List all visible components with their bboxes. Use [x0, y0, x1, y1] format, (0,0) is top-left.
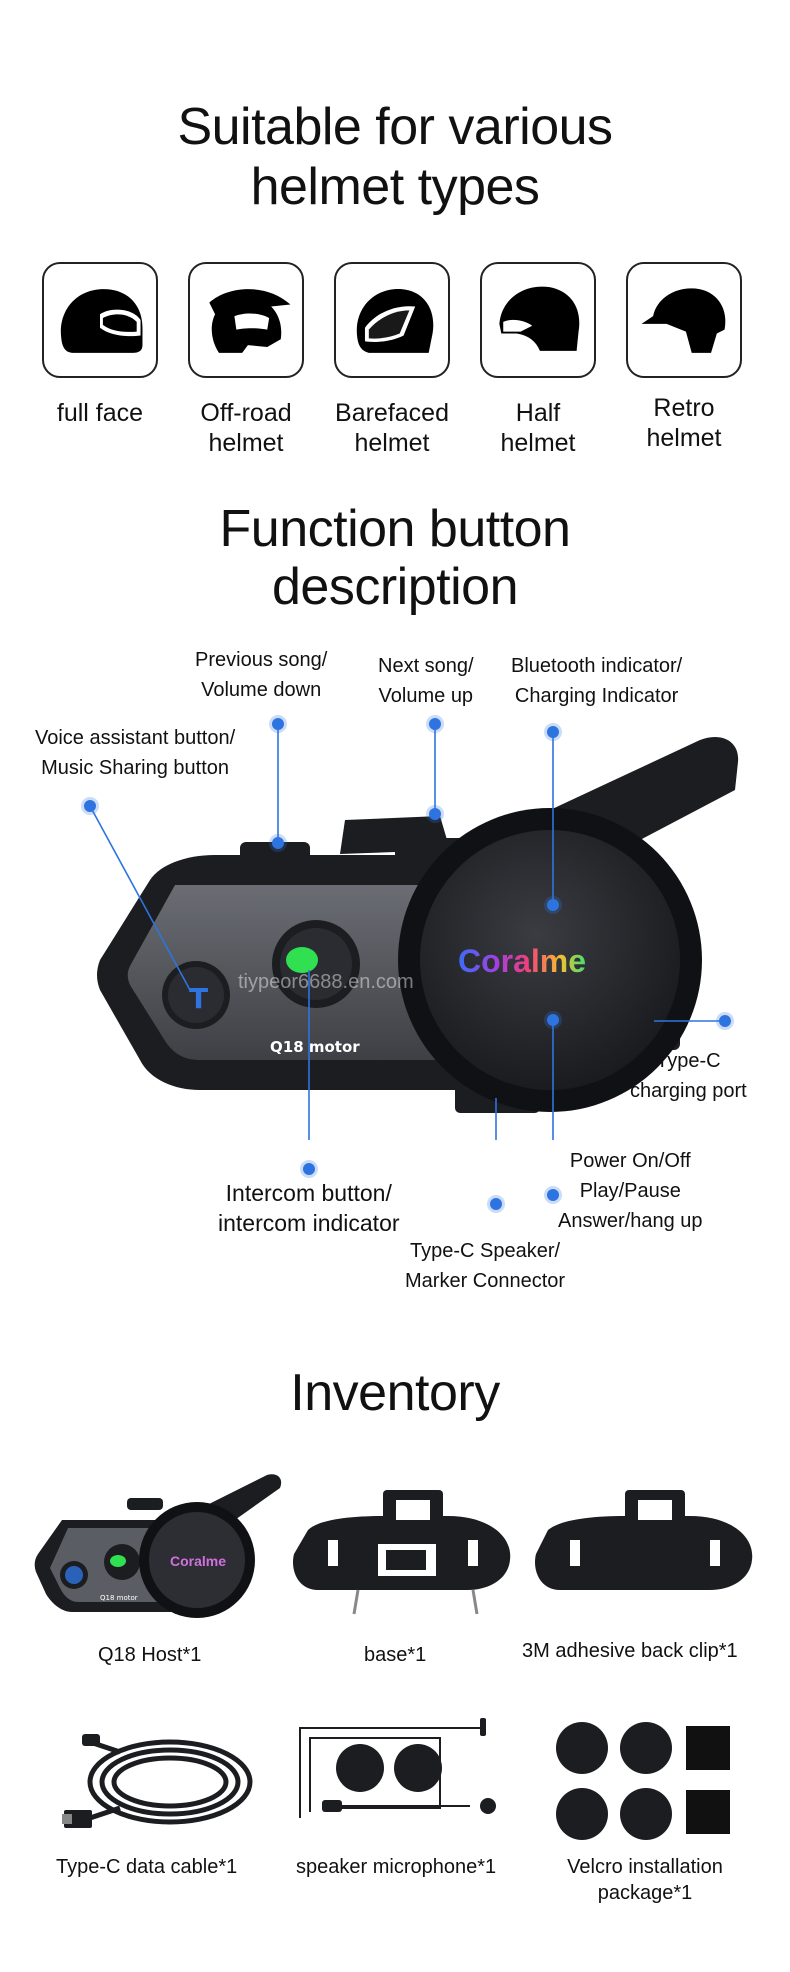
helmet-label-retro: Retro helmet: [646, 394, 722, 452]
helmet-section-title-line2: helmet types: [250, 158, 540, 216]
label-power-onoff: Power On/Off Play/Pause Answer/hang up: [558, 1150, 703, 1232]
helmet-label-full-face: full face: [56, 399, 144, 427]
full-face-helmet-icon: [42, 262, 158, 378]
helmet-section-title-line1: Suitable for various: [177, 98, 613, 156]
label-typec-speaker: Type-C Speaker/ Marker Connector: [405, 1240, 566, 1292]
speaker-microphone-image: [299, 1718, 496, 1818]
inventory-label-q18-host: Q18 Host*1: [98, 1644, 202, 1666]
typec-cable-image: [62, 1734, 253, 1828]
dot-typec-charging: [719, 1015, 731, 1027]
off-road-helmet-icon: [188, 262, 304, 378]
dot-prev-song: [272, 718, 284, 730]
device-model-text: Q18 motor: [270, 1038, 360, 1056]
function-section-title-line2: description: [272, 558, 518, 616]
dot-power-onoff: [547, 1189, 559, 1201]
half-helmet-icon: [480, 262, 596, 378]
retro-helmet-icon: [626, 262, 742, 378]
function-section-title-line1: Function button: [219, 500, 571, 558]
mini-model-text: Q18 motor: [100, 1594, 138, 1602]
adhesive-clip-image: [535, 1490, 753, 1590]
helmet-label-barefaced: Barefaced helmet: [335, 399, 449, 457]
inventory-title: Inventory: [290, 1364, 500, 1422]
inventory-label-adhesive-clip: 3M adhesive back clip*1: [522, 1640, 738, 1662]
dot-bluetooth-point: [547, 899, 559, 911]
q18-host-image: Coralme Q18 motor: [34, 1474, 282, 1618]
dot-prev-song-button: [272, 837, 284, 849]
dot-bluetooth-indicator: [547, 726, 559, 738]
label-next-song: Next song/ Volume up: [378, 655, 474, 707]
label-typec-charging-port: Type-C charging port: [630, 1050, 747, 1102]
barefaced-helmet-icon: [334, 262, 450, 378]
label-voice-assistant: Voice assistant button/ Music Sharing bu…: [35, 727, 236, 779]
svg-text:T: T: [189, 982, 208, 1015]
base-image: [293, 1490, 511, 1615]
dot-next-song: [429, 718, 441, 730]
helmet-label-off-road: Off-road helmet: [200, 399, 292, 457]
inventory-label-speaker-microphone: speaker microphone*1: [296, 1856, 497, 1878]
velcro-package-image: [556, 1722, 730, 1840]
dot-power-button: [547, 1014, 559, 1026]
helmet-label-half: Half helmet: [500, 399, 576, 457]
dot-intercom: [303, 1163, 315, 1175]
dot-voice-assistant: [84, 800, 96, 812]
inventory-label-base: base*1: [364, 1644, 427, 1666]
mini-brand-text: Coralme: [170, 1553, 226, 1569]
device-brand-logo: Coralme: [458, 943, 586, 979]
label-previous-song: Previous song/ Volume down: [195, 649, 328, 701]
intercom-device-illustration: T Q18 motor Coralme tiypeor6688.en.com: [89, 724, 739, 1140]
watermark-text: tiypeor6688.en.com: [238, 971, 414, 993]
label-bluetooth-indicator: Bluetooth indicator/ Charging Indicator: [511, 655, 683, 707]
dot-typec-speaker: [490, 1198, 502, 1210]
inventory-label-velcro: Velcro installation package*1: [567, 1856, 723, 1904]
dot-next-song-button: [429, 808, 441, 820]
inventory-label-typec-cable: Type-C data cable*1: [56, 1856, 238, 1878]
label-intercom-button: Intercom button/ intercom indicator: [218, 1180, 400, 1236]
